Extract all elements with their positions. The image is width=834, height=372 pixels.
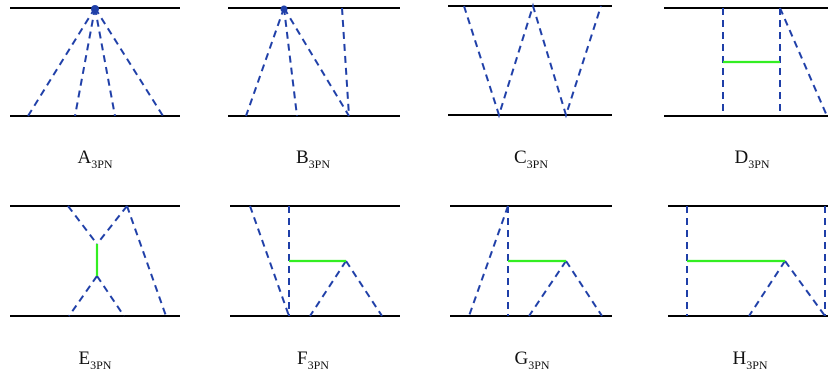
diagram-label: G3PN <box>514 348 549 372</box>
dashed-propagator <box>74 7 96 117</box>
dashed-propagator <box>779 7 828 117</box>
diagram-label: F3PN <box>297 348 329 372</box>
diagram-e: E3PN <box>10 205 180 372</box>
dashed-propagator <box>67 205 98 245</box>
dashed-propagator <box>283 7 350 117</box>
vertex-dot <box>91 5 99 13</box>
dashed-propagator <box>748 260 786 317</box>
dashed-propagator <box>565 260 603 317</box>
dashed-propagator <box>249 205 290 317</box>
diagram-label: A3PN <box>77 147 112 171</box>
dashed-propagator <box>126 205 167 317</box>
diagram-label: C3PN <box>514 147 548 171</box>
dashed-propagator <box>283 7 298 117</box>
diagram-d: D3PN <box>664 7 828 171</box>
dashed-propagator <box>96 275 125 317</box>
diagram-c: C3PN <box>448 2 612 171</box>
dashed-propagator <box>94 7 116 117</box>
dashed-propagator <box>309 260 347 317</box>
dashed-propagator <box>96 205 128 245</box>
dashed-propagator <box>468 205 509 317</box>
diagram-g: G3PN <box>450 205 612 372</box>
diagram-f: F3PN <box>230 205 400 372</box>
dashed-propagator <box>463 2 602 119</box>
diagram-label: D3PN <box>734 147 769 171</box>
dashed-propagator <box>245 7 285 117</box>
dashed-propagator <box>528 260 567 317</box>
diagram-h: H3PN <box>668 205 828 372</box>
dashed-propagator <box>68 275 98 317</box>
diagram-a: A3PN <box>10 5 180 171</box>
dashed-propagator <box>784 260 826 317</box>
dashed-propagator <box>27 7 96 117</box>
dashed-propagator <box>345 260 383 317</box>
diagram-label: H3PN <box>732 348 767 372</box>
dashed-propagator <box>341 7 350 117</box>
diagram-b: B3PN <box>228 5 400 171</box>
dashed-propagator <box>94 7 164 117</box>
diagram-label: E3PN <box>79 348 112 372</box>
vertex-dot <box>280 5 288 13</box>
diagram-label: B3PN <box>296 147 330 171</box>
